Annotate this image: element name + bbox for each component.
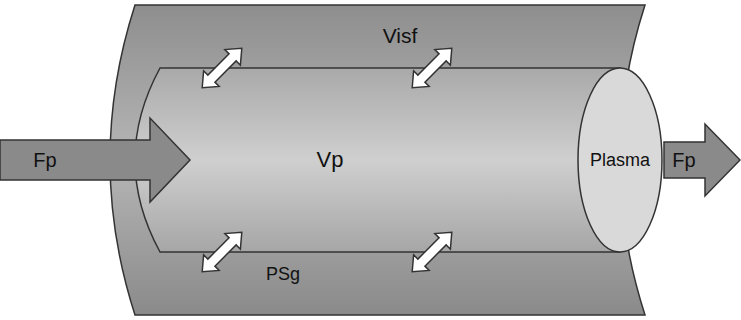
exchange-arrow: [404, 40, 459, 95]
inflow-arrow: [0, 118, 190, 202]
exchange-arrow: [404, 224, 459, 279]
volume-label: Vp: [317, 147, 344, 172]
flow-label: Fp: [672, 149, 695, 172]
permeability-label: PSg: [266, 264, 300, 285]
volume-label: Visf: [383, 24, 418, 48]
exchange-arrow: [194, 224, 249, 279]
exchange-arrows: [194, 40, 459, 279]
plasma-body: [135, 68, 620, 252]
region-label: Plasma: [590, 150, 650, 171]
plasma-end: [578, 68, 662, 252]
exchange-arrow: [194, 40, 249, 95]
flow-label: Fp: [33, 149, 56, 172]
outflow-arrow: [664, 124, 740, 196]
